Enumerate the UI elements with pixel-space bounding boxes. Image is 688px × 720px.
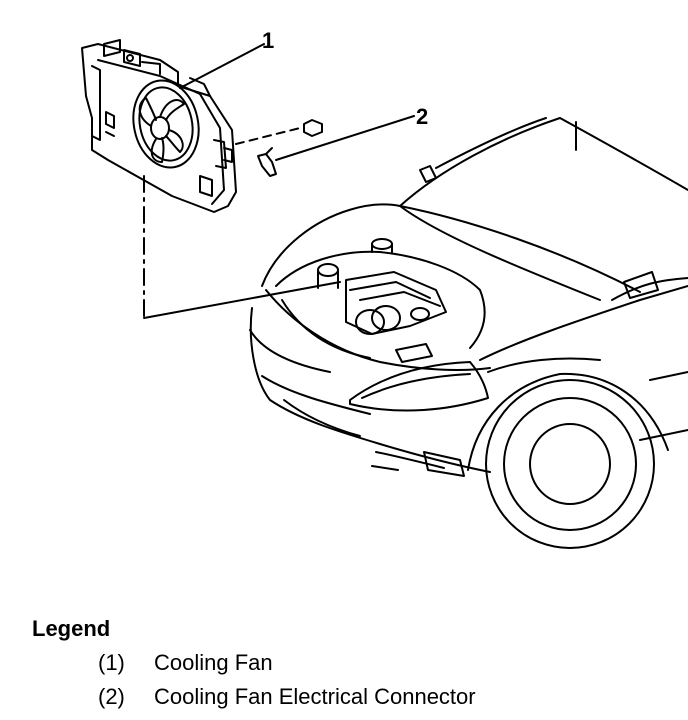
connector-dashed-line (235, 127, 301, 145)
electrical-connector-illustration (257, 119, 323, 177)
legend-item-number: (1) (98, 650, 125, 675)
legend-item-number: (2) (98, 684, 125, 709)
legend-title: Legend (32, 616, 111, 641)
legend-item-label: Cooling Fan Electrical Connector (154, 684, 476, 709)
callout-1-label: 1 (262, 28, 274, 53)
cooling-fan-illustration (81, 39, 237, 213)
legend-item: (1) Cooling Fan (98, 650, 476, 676)
callout-2-leader (275, 115, 415, 161)
legend-item-label: Cooling Fan (154, 650, 273, 675)
cooling-fan-location-diagram: 1 2 (81, 28, 688, 549)
legend: Legend (1) Cooling Fan (2) Cooling Fan Ele… (32, 616, 476, 718)
callout-1-leader (179, 43, 265, 89)
callout-2-label: 2 (416, 104, 428, 129)
location-leader-line (143, 175, 341, 319)
vehicle-front-illustration (249, 117, 688, 549)
legend-item: (2) Cooling Fan Electrical Connector (98, 684, 476, 710)
